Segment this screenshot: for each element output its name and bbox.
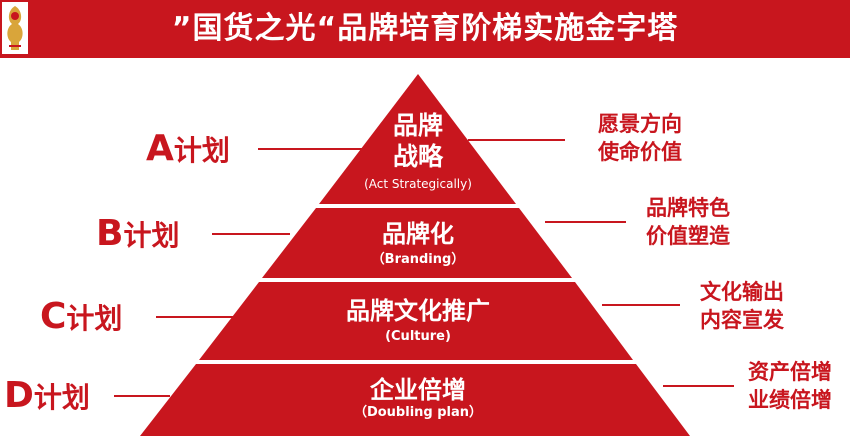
plan-c-letter: C xyxy=(40,296,67,337)
level-a-subtitle: (Act Strategically) xyxy=(364,177,472,191)
plan-b-letter: B xyxy=(96,213,124,254)
plan-a-word: 计划 xyxy=(173,134,230,167)
outcome-b: 品牌特色 价值塑造 xyxy=(628,194,748,250)
pyramid-level-d-shape xyxy=(140,364,690,436)
outcome-b-line1: 品牌特色 xyxy=(646,196,730,220)
level-b-title: 品牌化 xyxy=(382,220,454,248)
plan-a-letter: A xyxy=(146,128,174,169)
plan-b-word: 计划 xyxy=(123,219,180,252)
level-c-title: 品牌文化推广 xyxy=(346,297,490,325)
level-d-subtitle: （Doubling plan） xyxy=(353,405,483,420)
level-d-title: 企业倍增 xyxy=(370,376,466,404)
outcome-c-line1: 文化输出 xyxy=(700,280,784,304)
pyramid-level-b-shape xyxy=(262,208,572,278)
outcome-b-line2: 价值塑造 xyxy=(646,224,730,248)
page-title: ”国货之光“品牌培育阶梯实施金字塔 xyxy=(171,11,679,46)
level-b-subtitle: （Branding） xyxy=(371,252,465,267)
plan-c-label: C计划 xyxy=(40,297,122,339)
plan-c-word: 计划 xyxy=(66,302,123,335)
plan-d-letter: D xyxy=(4,375,34,416)
outcome-c: 文化输出 内容宣发 xyxy=(682,278,802,334)
level-a-title-line2: 战略 xyxy=(392,142,443,171)
header-banner xyxy=(0,0,850,58)
plan-d-label: D计划 xyxy=(4,376,90,418)
pyramid-level-c-shape xyxy=(199,282,633,360)
plan-b-label: B计划 xyxy=(96,214,179,256)
level-a-title-line1: 品牌 xyxy=(392,111,443,140)
outcome-d-line1: 资产倍增 xyxy=(748,360,832,384)
outcome-d: 资产倍增 业绩倍增 xyxy=(730,358,850,414)
pyramid-level-a-shape xyxy=(319,74,516,204)
plan-d-word: 计划 xyxy=(33,381,90,414)
outcome-c-line2: 内容宣发 xyxy=(700,308,784,332)
outcome-a-line1: 愿景方向 xyxy=(598,112,682,136)
outcome-a: 愿景方向 使命价值 xyxy=(580,110,700,166)
outcome-d-line2: 业绩倍增 xyxy=(748,388,832,412)
level-c-subtitle: (Culture) xyxy=(385,329,451,344)
outcome-a-line2: 使命价值 xyxy=(598,140,682,164)
red-seal-logo-icon xyxy=(2,2,28,54)
plan-a-label: A计划 xyxy=(146,129,230,171)
